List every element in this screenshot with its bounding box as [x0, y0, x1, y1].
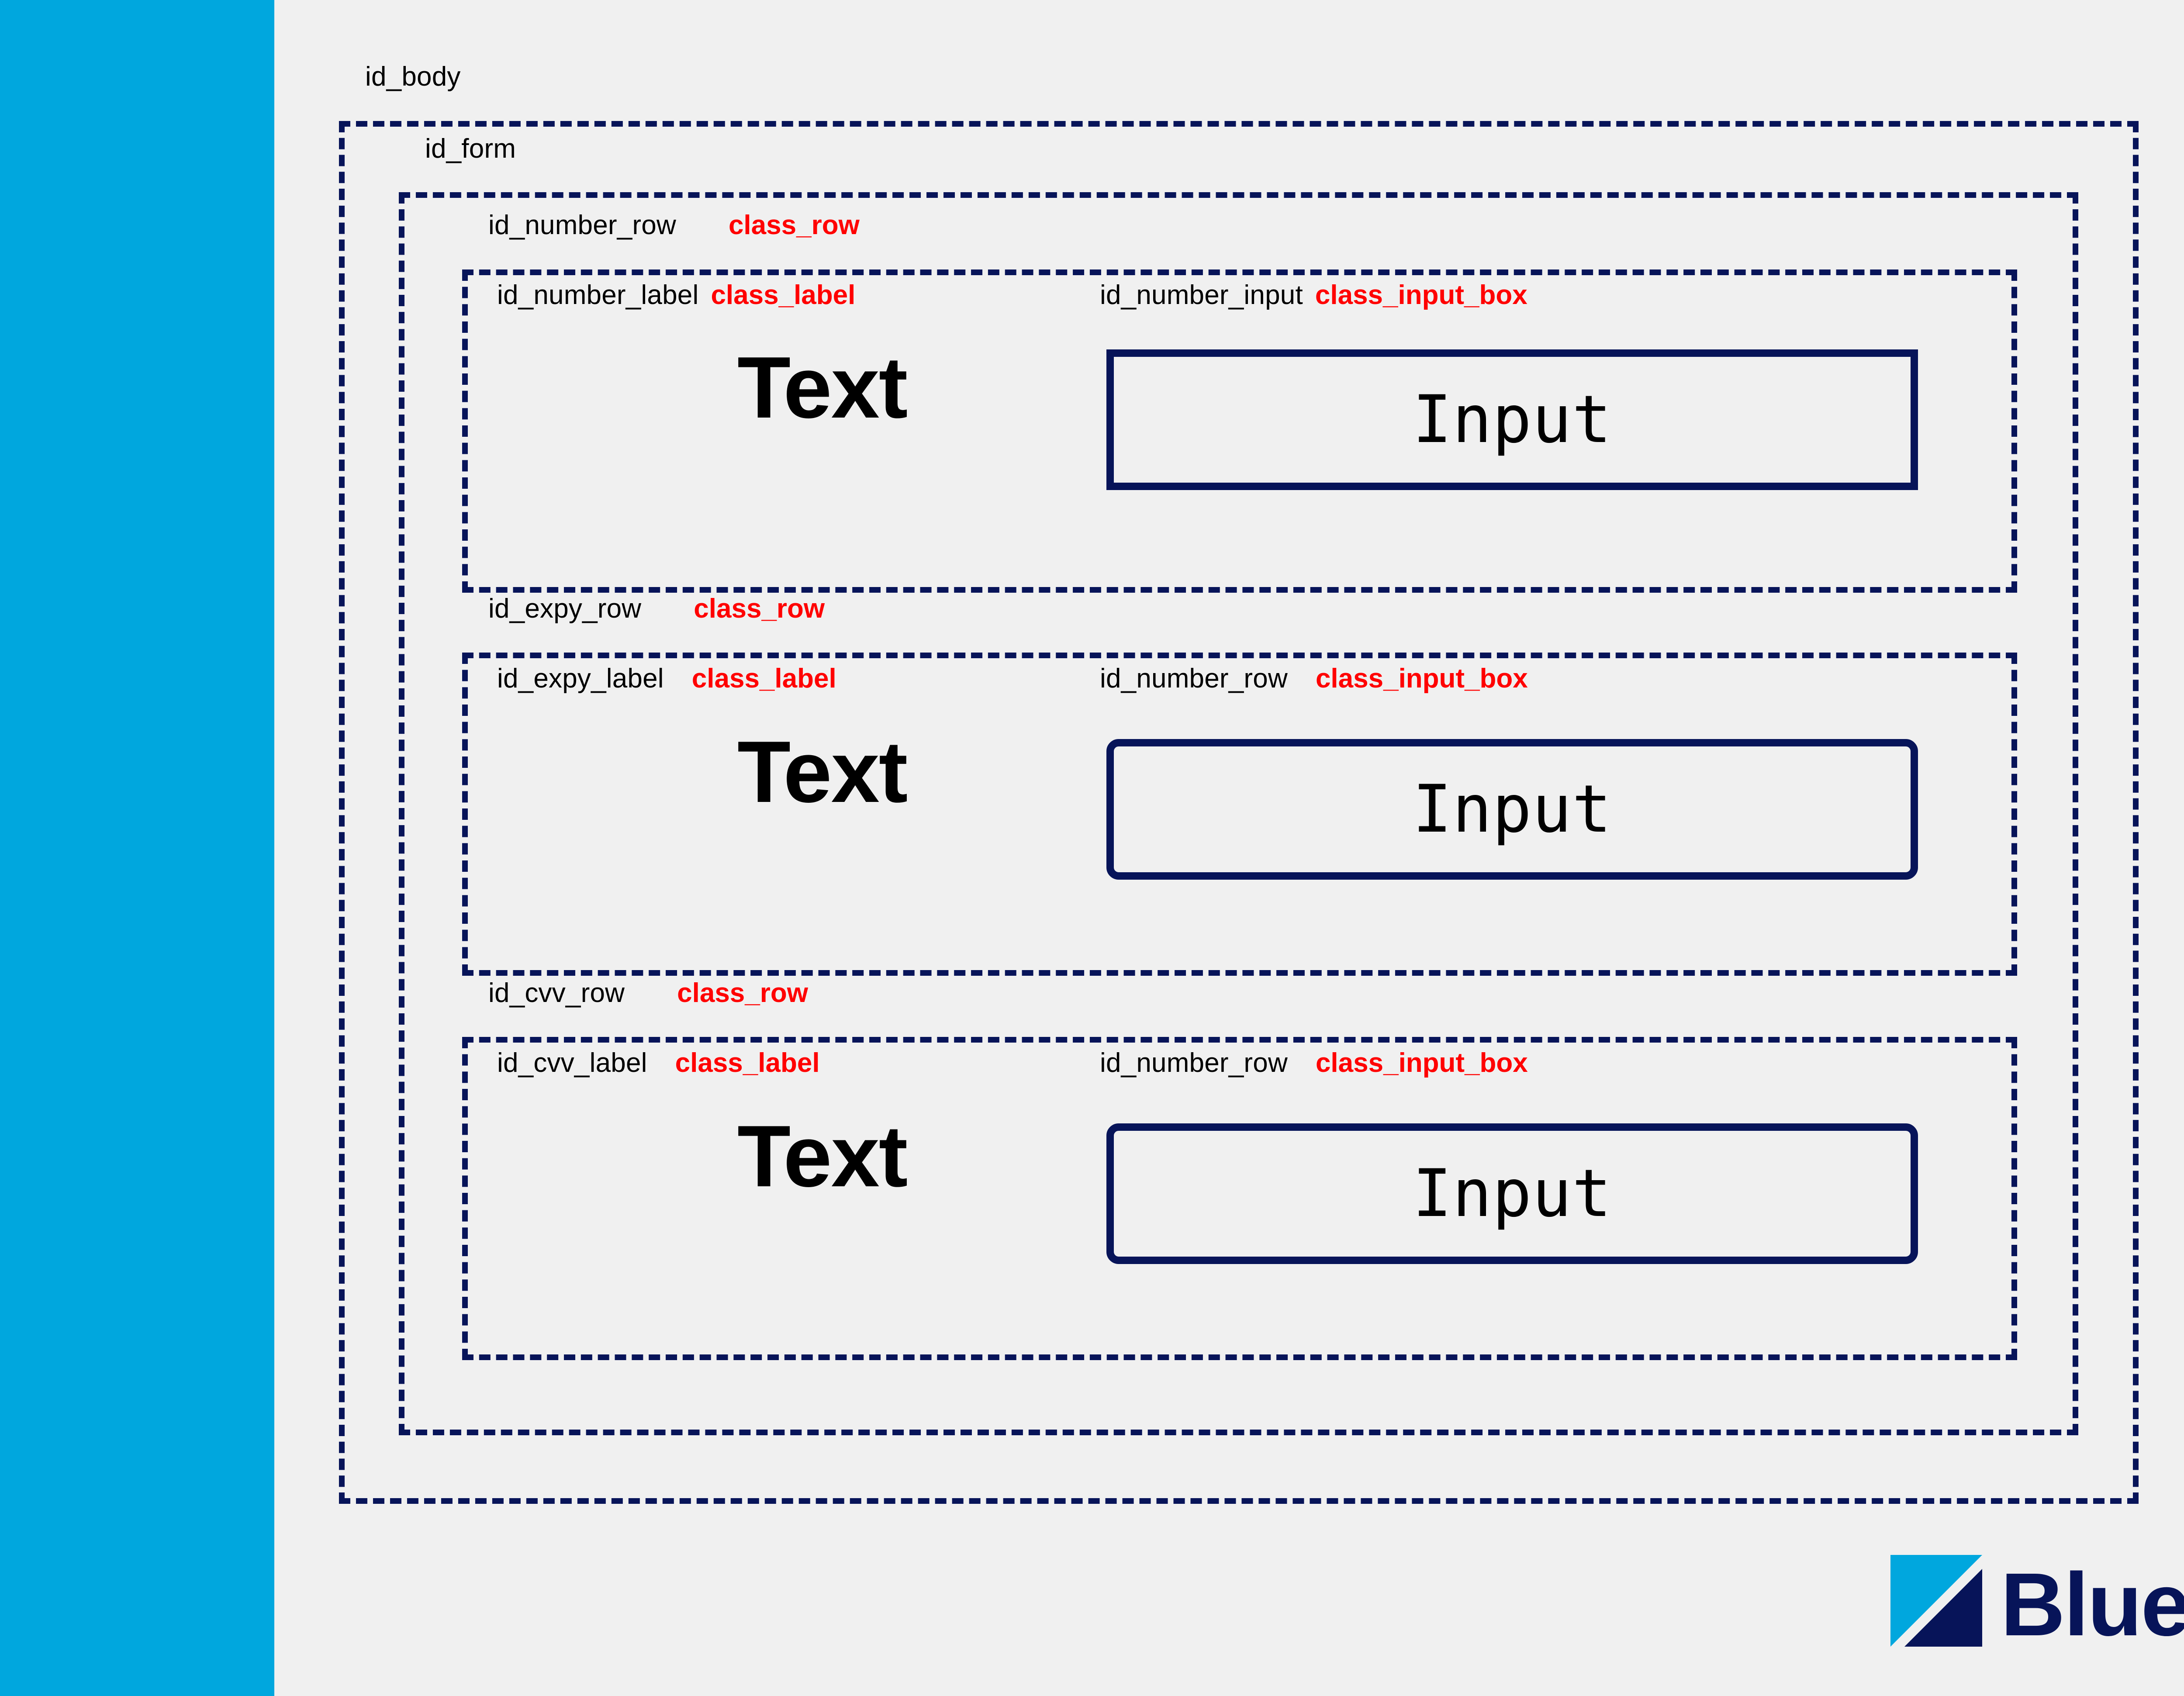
box-id-form [399, 192, 2078, 1435]
bluefin-wordmark-text: Bluefin [2001, 1554, 2184, 1655]
id-cvv-input-label: id_number_row [1100, 1048, 1288, 1078]
id-expy-input-label: id_number_row [1100, 663, 1288, 694]
caption-id-expy-row: id_expy_row class_row [488, 593, 825, 624]
class-label-label-number: class_label [711, 280, 856, 310]
class-input-box-label-expy: class_input_box [1315, 663, 1528, 694]
caption-id-number-input: id_number_input class_input_box [1100, 280, 1527, 311]
caption-id-number-row: id_number_row class_row [488, 210, 860, 241]
id-expy-row-label: id_expy_row [488, 594, 642, 624]
caption-id-cvv-input: id_number_row class_input_box [1100, 1047, 1528, 1078]
logo-triangle-navy [1904, 1569, 1982, 1647]
id-number-input-label: id_number_input [1100, 280, 1303, 310]
caption-id-form: id_form [425, 133, 516, 164]
diagram-canvas: id_body id_form id_number_row class_row … [274, 0, 2184, 1696]
box-id-expy-row [462, 653, 2017, 976]
bluefin-mark-icon [1890, 1555, 1982, 1647]
input-box-number[interactable]: Input [1106, 349, 1918, 490]
label-text-cvv: Text [737, 1108, 908, 1205]
bluefin-wordmark: Bluefin® [2001, 1560, 2184, 1649]
class-row-label-expy: class_row [694, 594, 825, 624]
class-row-label-cvv: class_row [677, 978, 808, 1008]
input-placeholder-cvv: Input [1412, 1156, 1612, 1232]
bluefin-logo: Bluefin® [1890, 1555, 2184, 1649]
class-input-box-label-number: class_input_box [1315, 280, 1527, 310]
box-id-cvv-row [462, 1037, 2017, 1360]
class-label-label-expy: class_label [691, 663, 836, 694]
class-row-label-number: class_row [728, 210, 860, 240]
input-box-expy[interactable]: Input [1106, 739, 1918, 880]
box-id-number-row [462, 269, 2017, 593]
caption-id-cvv-label: id_cvv_label class_label [497, 1047, 820, 1078]
caption-id-number-label: id_number_label class_label [497, 280, 855, 311]
caption-id-expy-input: id_number_row class_input_box [1100, 663, 1528, 694]
id-number-row-label: id_number_row [488, 210, 676, 240]
brand-accent-rail [0, 0, 274, 1696]
id-expy-label-label: id_expy_label [497, 663, 664, 694]
box-id-body [339, 121, 2139, 1504]
input-placeholder-expy: Input [1412, 771, 1612, 847]
class-input-box-label-cvv: class_input_box [1315, 1048, 1528, 1078]
caption-id-cvv-row: id_cvv_row class_row [488, 978, 808, 1009]
label-text-number: Text [737, 339, 908, 436]
input-placeholder-number: Input [1412, 382, 1612, 458]
label-text-expy: Text [737, 723, 908, 821]
id-form-label: id_form [425, 134, 516, 164]
class-label-label-cvv: class_label [675, 1048, 820, 1078]
id-body-label: id_body [365, 62, 461, 92]
caption-id-body: id_body [365, 61, 461, 92]
id-number-label-label: id_number_label [497, 280, 699, 310]
input-box-cvv[interactable]: Input [1106, 1123, 1918, 1264]
caption-id-expy-label: id_expy_label class_label [497, 663, 836, 694]
id-cvv-row-label: id_cvv_row [488, 978, 625, 1008]
id-cvv-label-label: id_cvv_label [497, 1048, 647, 1078]
